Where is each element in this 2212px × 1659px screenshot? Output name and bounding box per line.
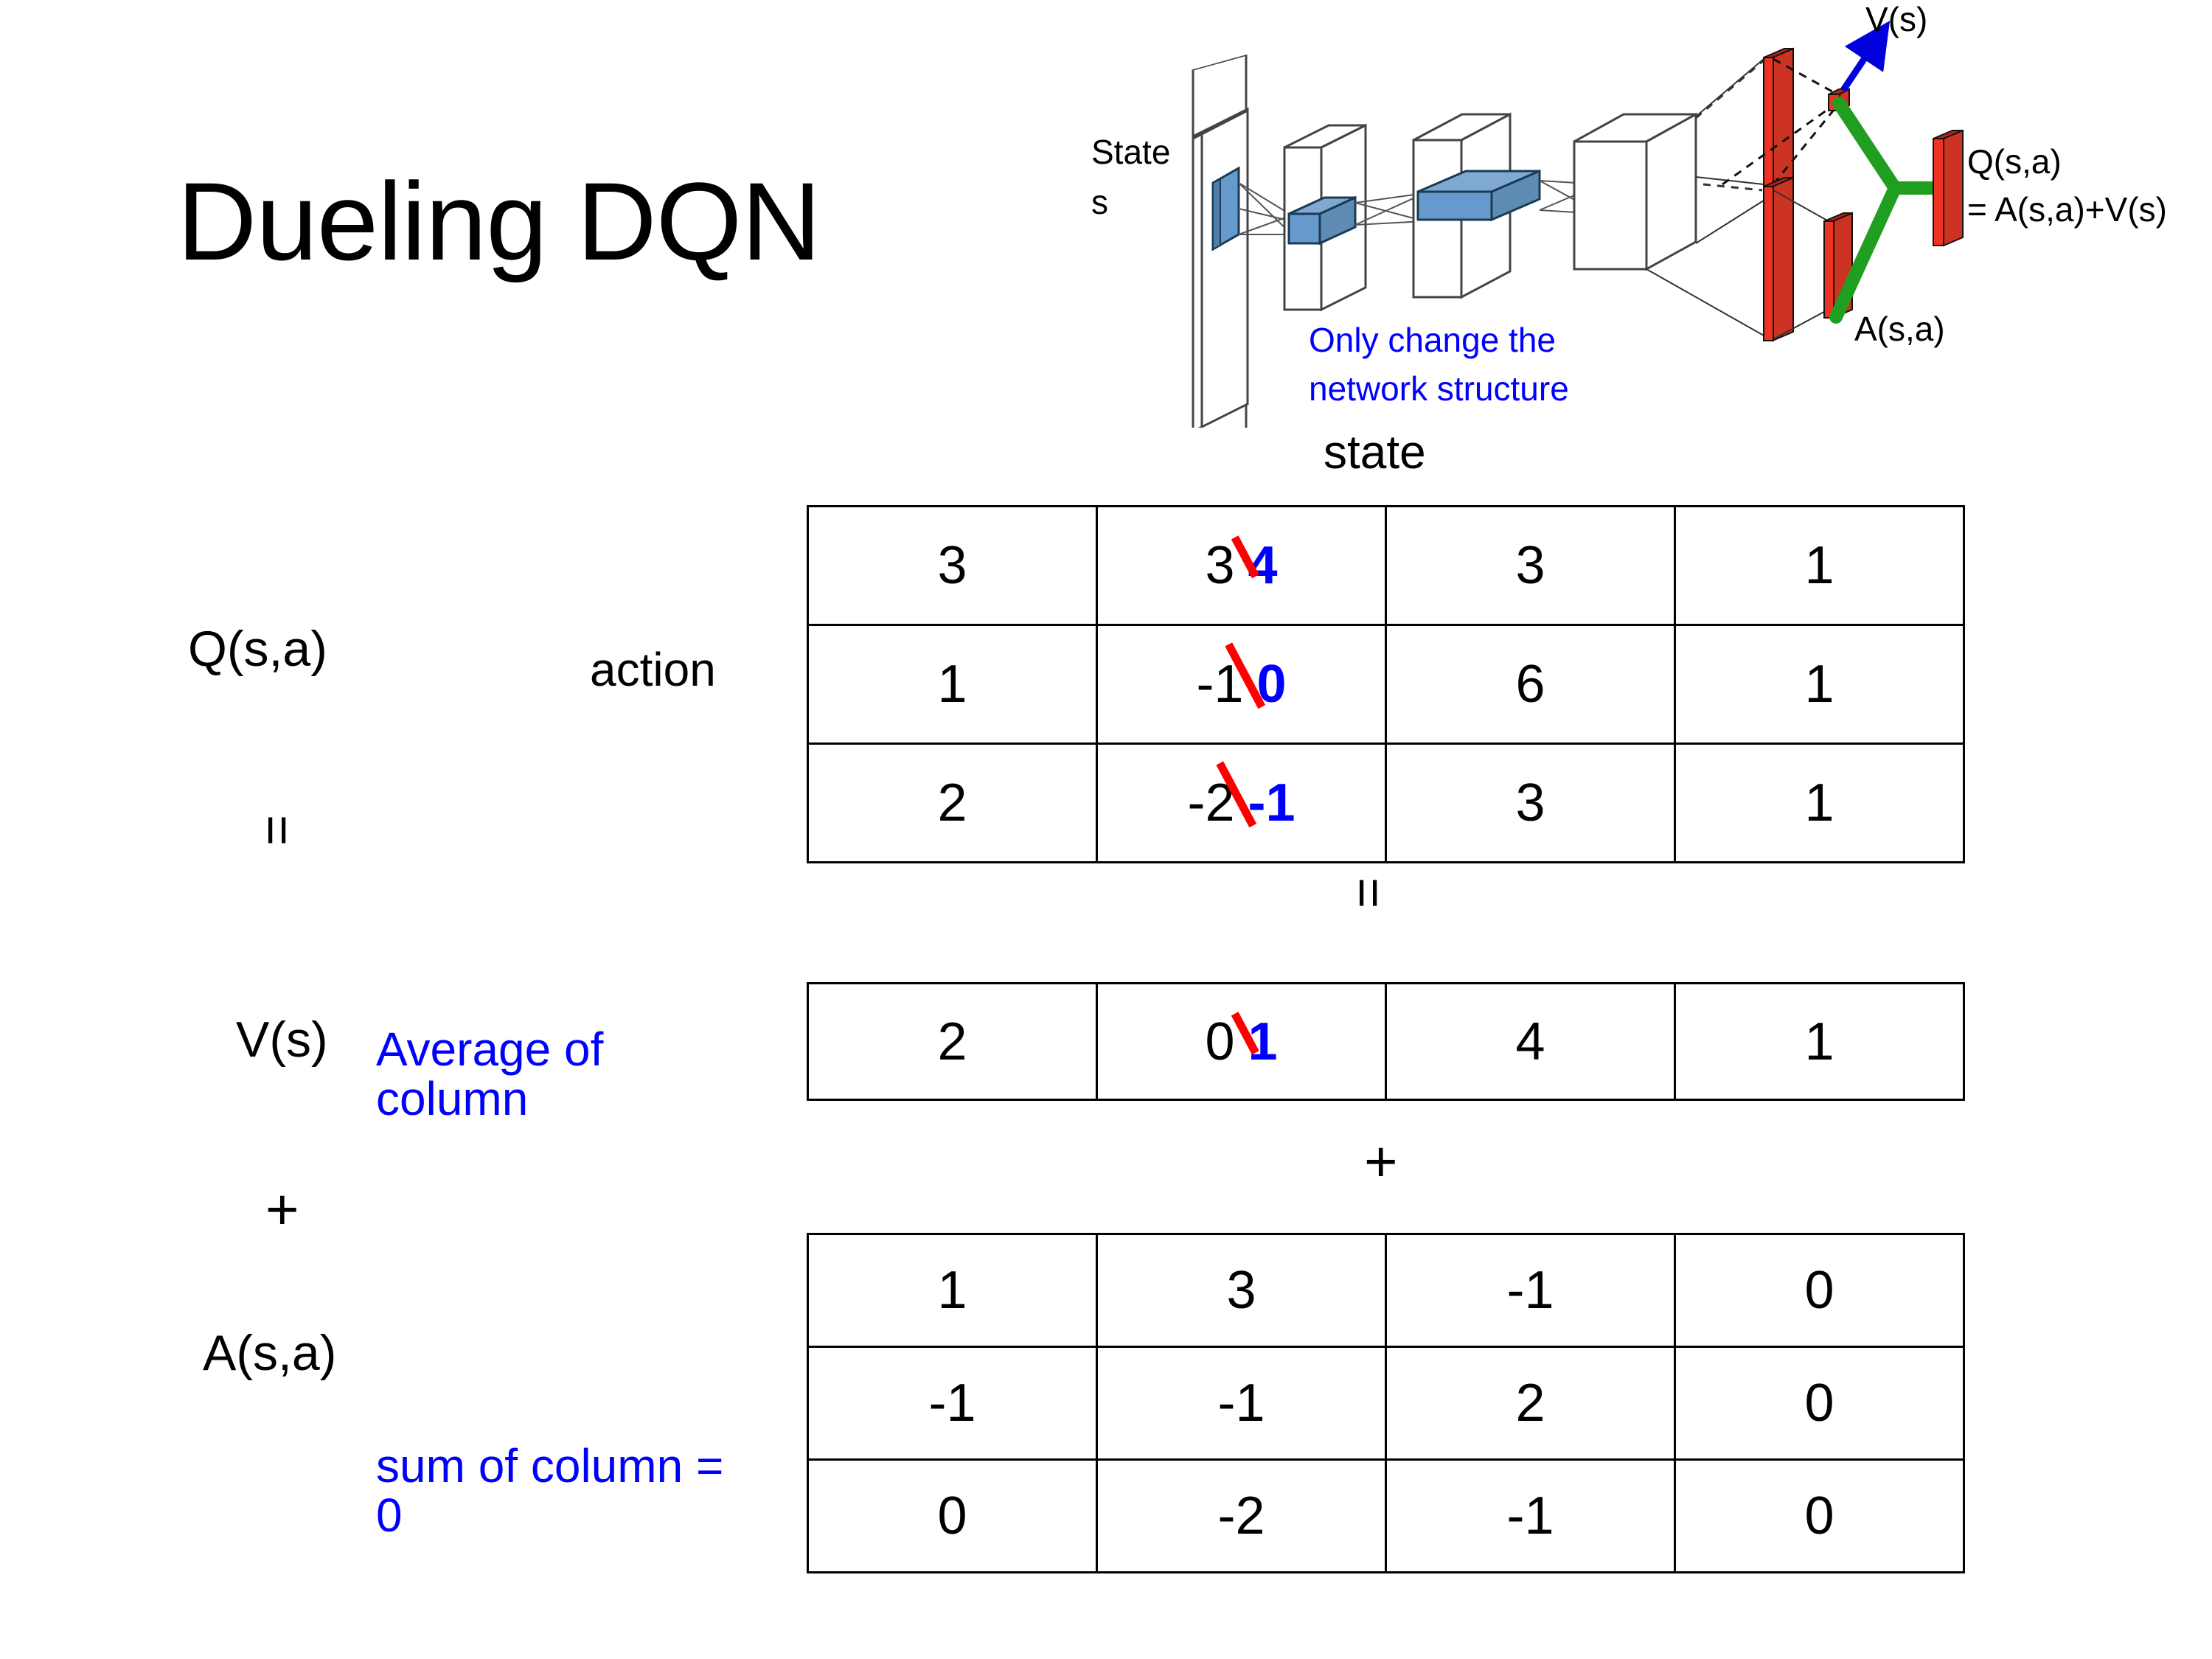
q-cell-r2c2[interactable]: 3 <box>1385 742 1676 863</box>
conv-block-1 <box>1283 123 1367 312</box>
a-cell-r0c3[interactable]: 0 <box>1674 1233 1965 1348</box>
q-cell-r2c3[interactable]: 1 <box>1674 742 1965 863</box>
q-cell-r1c3[interactable]: 1 <box>1674 624 1965 745</box>
struck-old-value: -1 <box>1196 655 1244 714</box>
state-axis-label: state <box>1324 425 1426 479</box>
sum-of-column-note: sum of column = 0 <box>376 1439 724 1543</box>
struck-old-value: -2 <box>1187 773 1235 832</box>
diagram-a-label-visible: A(s,a) <box>1854 310 1945 348</box>
a-value-table: 1 3 -1 0 -1 -1 2 0 0 -2 -1 0 <box>807 1233 1965 1573</box>
a-cell-r0c0[interactable]: 1 <box>807 1233 1098 1348</box>
a-cell-r2c1[interactable]: -2 <box>1096 1458 1387 1573</box>
a-cell-r1c2[interactable]: 2 <box>1385 1346 1676 1461</box>
q-cell-r1c2[interactable]: 6 <box>1385 624 1676 745</box>
a-cell-r2c2[interactable]: -1 <box>1385 1458 1676 1573</box>
v-cell-r0c3[interactable]: 1 <box>1674 982 1965 1101</box>
q-cell-r0c3[interactable]: 1 <box>1674 505 1965 626</box>
dueling-network-diagram: State s Only change the network structur… <box>1091 0 2212 428</box>
conv-block-2 <box>1412 112 1541 299</box>
q-output-bar <box>1933 129 1964 247</box>
average-of-column-note: Average of column <box>376 1023 604 1126</box>
diagram-v-label: V(s) <box>1865 0 1927 38</box>
struck-old-value: 0 <box>1205 1012 1235 1071</box>
conv-block-3 <box>1573 112 1697 271</box>
a-cell-r1c3[interactable]: 0 <box>1674 1346 1965 1461</box>
diagram-state-label-line1: State <box>1091 133 1170 171</box>
equals-sign-left: = <box>248 814 307 846</box>
advantage-stream-bar <box>1763 176 1794 342</box>
q-cell-r2c1[interactable]: -2-1 <box>1096 742 1387 863</box>
a-cell-r1c1[interactable]: -1 <box>1096 1346 1387 1461</box>
a-cell-r0c2[interactable]: -1 <box>1385 1233 1676 1348</box>
v-function-label: V(s) <box>236 1012 328 1068</box>
a-cell-r0c1[interactable]: 3 <box>1096 1233 1387 1348</box>
table-row: -1 -1 2 0 <box>807 1346 1965 1461</box>
q-cell-r1c0[interactable]: 1 <box>807 624 1098 745</box>
v-cell-r0c2[interactable]: 4 <box>1385 982 1676 1101</box>
v-arrow <box>1840 21 1891 92</box>
q-cell-r0c2[interactable]: 3 <box>1385 505 1676 626</box>
new-value: 4 <box>1248 536 1278 595</box>
action-axis-label: action <box>590 643 716 696</box>
new-value: 1 <box>1248 1012 1278 1071</box>
v-cell-r0c0[interactable]: 2 <box>807 982 1098 1101</box>
table-row: 0 -2 -1 0 <box>807 1458 1965 1573</box>
diagram-q-label-line2: = A(s,a)+V(s) <box>1967 190 2167 229</box>
a-cell-r2c3[interactable]: 0 <box>1674 1458 1965 1573</box>
equals-sign-middle: = <box>1339 877 1399 909</box>
diagram-state-label-line2: s <box>1091 183 1108 221</box>
green-combine-links <box>1829 97 1946 324</box>
a-function-label: A(s,a) <box>203 1325 337 1381</box>
table-row: 2 -2-1 3 1 <box>807 742 1965 863</box>
diagram-note-line2: network structure <box>1309 369 1569 408</box>
page-title: Dueling DQN <box>177 159 821 283</box>
diagram-note-line1: Only change the <box>1309 321 1556 359</box>
diagram-q-label-line1: Q(s,a) <box>1967 142 2062 181</box>
q-function-label: Q(s,a) <box>188 621 327 677</box>
q-cell-r0c0[interactable]: 3 <box>807 505 1098 626</box>
new-value: -1 <box>1248 773 1295 832</box>
a-cell-r1c0[interactable]: -1 <box>807 1346 1098 1461</box>
table-row: 1 3 -1 0 <box>807 1233 1965 1348</box>
plus-sign-left: + <box>265 1177 299 1242</box>
plus-sign-middle: + <box>1364 1129 1398 1194</box>
value-stream-bar <box>1763 47 1794 187</box>
struck-old-value: 3 <box>1205 536 1235 595</box>
q-cell-r2c0[interactable]: 2 <box>807 742 1098 863</box>
new-value: 0 <box>1256 655 1287 714</box>
corrected-value: -2-1 <box>1187 773 1295 833</box>
a-cell-r2c0[interactable]: 0 <box>807 1458 1098 1573</box>
